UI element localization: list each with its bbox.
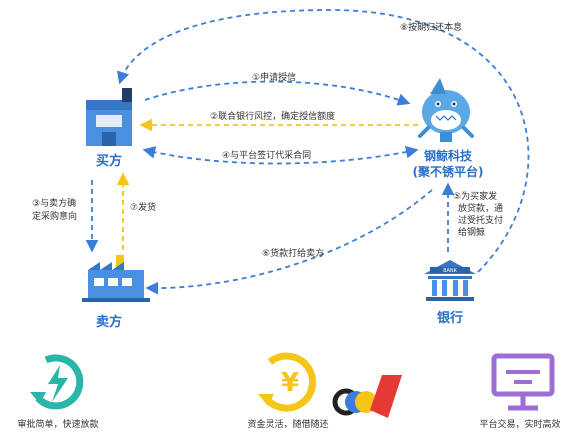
- buyer-node: 买方: [86, 88, 132, 169]
- buyer-label: 买方: [96, 153, 122, 169]
- svg-text:¥: ¥: [281, 368, 299, 398]
- lightning-refresh-icon: [30, 354, 84, 410]
- platform-label-line1: 钢鲸科技: [424, 148, 473, 163]
- buyer-building-icon: [86, 88, 132, 146]
- feature-3: 平台交易，实时高效: [479, 353, 561, 430]
- step-5-label-line2: 放贷款，通: [458, 202, 503, 214]
- feature-2-label: 资金灵活，随借随还: [247, 418, 328, 430]
- watermark-logo: [332, 375, 402, 418]
- monitor-icon: [491, 353, 555, 411]
- platform-node: 钢鲸科技 (聚不锈平台): [413, 78, 484, 179]
- arrow-step-1: [144, 80, 411, 106]
- factory-icon: [82, 255, 150, 302]
- bank-sign: BANK: [443, 268, 458, 274]
- step-2-label: ②联合银行风控，确定授信额度: [210, 110, 335, 122]
- feature-2: ¥ 资金灵活，随借随还: [247, 352, 329, 430]
- shark-mascot-icon: [418, 78, 474, 142]
- step-4-label: ④与平台签订代采合同: [222, 149, 311, 161]
- platform-label-line2: (聚不锈平台): [413, 164, 484, 179]
- arrow-step-8: [117, 9, 530, 273]
- step-5-label-line4: 给钢鲸: [458, 226, 485, 238]
- feature-1: 审批简单，快速放款: [17, 354, 99, 430]
- step-labels: ⑧按期归还本息 ①申请授信 ②联合银行风控，确定授信额度 ④与平台签订代采合同 …: [32, 21, 503, 259]
- step-3-label-line1: ③与卖方确: [32, 197, 76, 209]
- bank-node: BANK 银行: [424, 260, 476, 326]
- feature-1-label: 审批简单，快速放款: [17, 418, 98, 430]
- step-1-label: ①申请授信: [252, 71, 296, 83]
- step-7-label: ⑦发货: [130, 201, 156, 213]
- seller-node: 卖方: [82, 255, 150, 330]
- step-3-label-line2: 定采购意向: [32, 210, 77, 222]
- feature-3-label: 平台交易，实时高效: [479, 418, 560, 430]
- bank-building-icon: BANK: [424, 260, 476, 301]
- step-5-label-line3: 过受托支付: [458, 214, 503, 226]
- seller-label: 卖方: [96, 314, 122, 330]
- step-8-label: ⑧按期归还本息: [400, 21, 462, 33]
- step-6-label: ⑥货款打给卖方: [262, 247, 324, 259]
- step-5-label-line1: ⑤为买家发: [453, 190, 497, 202]
- arrow-step-6: [145, 189, 433, 295]
- yen-refresh-icon: ¥: [258, 352, 317, 412]
- bank-label: 银行: [437, 310, 463, 326]
